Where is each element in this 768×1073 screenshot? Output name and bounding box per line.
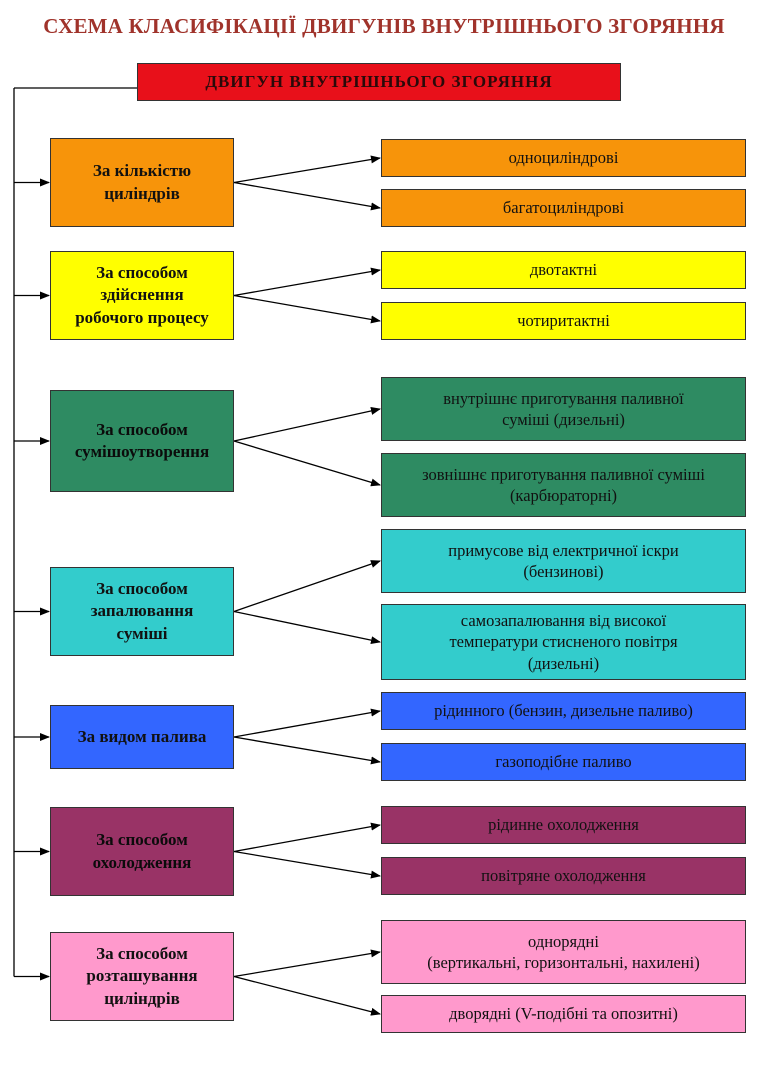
leaf-arrow — [233, 610, 381, 645]
category-cylinder-arrangement: За способом розташування циліндрів — [50, 932, 234, 1021]
category-mixture-formation: За способом сумішоутворення — [50, 390, 234, 492]
leaf-arrow — [233, 736, 381, 765]
leaf-arrow — [233, 560, 381, 613]
leaf-liquid-fuel: рідинного (бензин, дизельне паливо) — [381, 692, 746, 730]
leaf-arrow — [233, 294, 381, 324]
leaf-compression-ignition: самозапалювання від високої температури … — [381, 604, 746, 680]
leaf-external-mixture: зовнішнє приготування паливної суміші (к… — [381, 453, 746, 517]
category-work-process: За способом здійснення робочого процесу — [50, 251, 234, 340]
leaf-arrow — [233, 267, 381, 297]
leaf-two-stroke: двотактні — [381, 251, 746, 289]
leaf-arrow — [233, 440, 381, 487]
leaf-arrow — [233, 708, 381, 738]
leaf-arrow — [233, 155, 381, 184]
leaf-internal-mixture: внутрішнє приготування паливної суміші (… — [381, 377, 746, 441]
root-engine-box: ДВИГУН ВНУТРІШНЬОГО ЗГОРЯННЯ — [137, 63, 621, 101]
category-ignition: За способом запалювання суміші — [50, 567, 234, 656]
leaf-arrow — [233, 822, 381, 853]
leaf-arrow — [233, 975, 381, 1016]
leaf-spark-ignition: примусове від електричної іскри (бензино… — [381, 529, 746, 593]
leaf-inline: однорядні (вертикальні, горизонтальні, н… — [381, 920, 746, 984]
leaf-arrow — [233, 407, 381, 442]
leaf-arrow — [233, 850, 381, 879]
leaf-four-stroke: чотиритактні — [381, 302, 746, 340]
leaf-v-boxer: дворядні (V-подібні та опозитні) — [381, 995, 746, 1033]
category-cooling: За способом охолодження — [50, 807, 234, 896]
leaf-multi-cylinder: багатоциліндрові — [381, 189, 746, 227]
leaf-arrow — [233, 181, 381, 211]
leaf-arrow — [233, 949, 381, 978]
leaf-air-cooling: повітряне охолодження — [381, 857, 746, 895]
category-fuel-type: За видом палива — [50, 705, 234, 769]
page-title: СХЕМА КЛАСИФІКАЦІЇ ДВИГУНІВ ВНУТРІШНЬОГО… — [43, 14, 725, 38]
category-cylinders-count: За кількістю циліндрів — [50, 138, 234, 227]
leaf-liquid-cooling: рідинне охолодження — [381, 806, 746, 844]
leaf-single-cylinder: одноциліндрові — [381, 139, 746, 177]
leaf-gas-fuel: газоподібне паливо — [381, 743, 746, 781]
